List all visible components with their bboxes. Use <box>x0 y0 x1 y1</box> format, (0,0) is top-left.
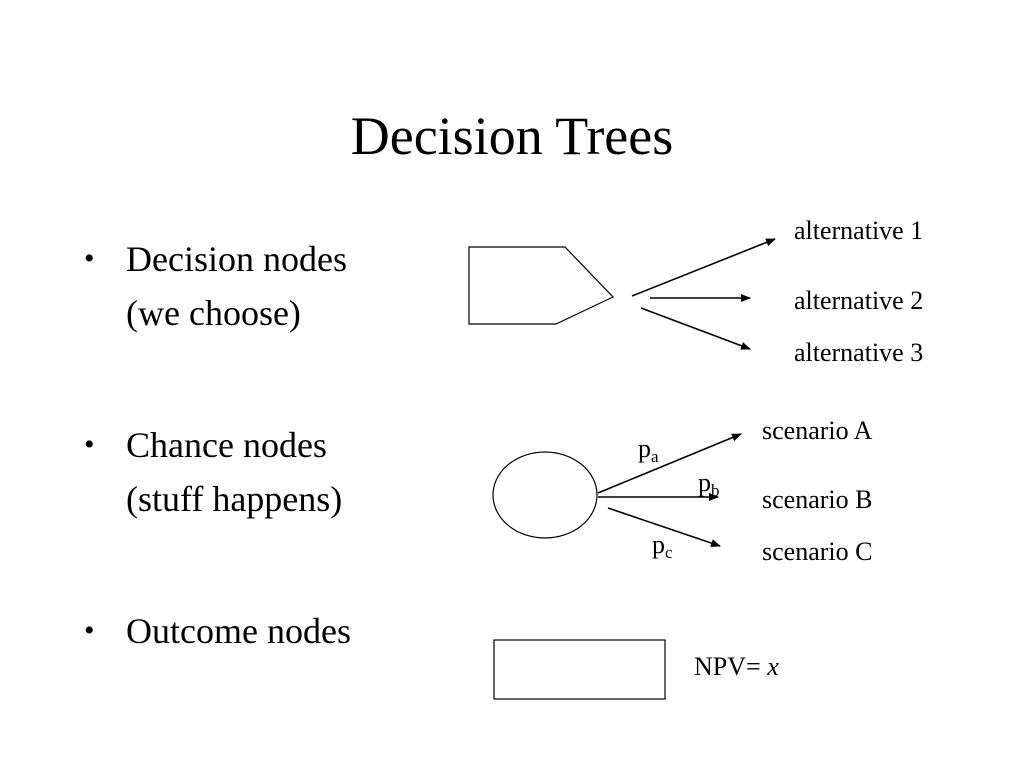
chance-node-shape <box>492 451 598 539</box>
probability-c-label: pc <box>652 530 673 562</box>
bullet-decision-nodes: • Decision nodes (we choose) <box>84 232 444 340</box>
scenario-b-label: scenario B <box>762 485 873 514</box>
scenario-c-label: scenario C <box>762 537 873 566</box>
npv-variable: x <box>767 652 779 681</box>
probability-b-label: pb <box>698 468 720 500</box>
npv-prefix: NPV= <box>694 652 761 681</box>
scenario-a-label: scenario A <box>762 416 873 445</box>
alternative-3-arrow <box>640 307 751 350</box>
alternative-2-label: alternative 2 <box>794 286 924 315</box>
bullet-text-line: Decision nodes <box>126 239 347 279</box>
probability-a-label: pa <box>638 434 659 466</box>
bullet-chance-nodes: • Chance nodes (stuff happens) <box>84 418 444 526</box>
scenario-a-arrow <box>597 433 742 494</box>
bullet-text-line: (we choose) <box>126 293 301 333</box>
npv-label: NPV= x <box>694 652 779 682</box>
outcome-node-shape <box>493 639 666 700</box>
alternative-3-label: alternative 3 <box>794 338 924 367</box>
alternative-1-arrow <box>631 238 776 297</box>
bullet-marker: • <box>84 428 95 461</box>
decision-node-shape <box>468 246 615 325</box>
scenario-c-arrow <box>607 507 721 547</box>
bullet-text-line: (stuff happens) <box>126 479 343 519</box>
bullet-marker: • <box>84 614 95 647</box>
alternative-1-label: alternative 1 <box>794 216 924 245</box>
bullet-marker: • <box>84 242 95 275</box>
slide-title: Decision Trees <box>350 106 674 166</box>
bullet-text-line: Outcome nodes <box>126 611 351 651</box>
bullet-outcome-nodes: • Outcome nodes <box>84 604 444 658</box>
bullet-text-line: Chance nodes <box>126 425 327 465</box>
